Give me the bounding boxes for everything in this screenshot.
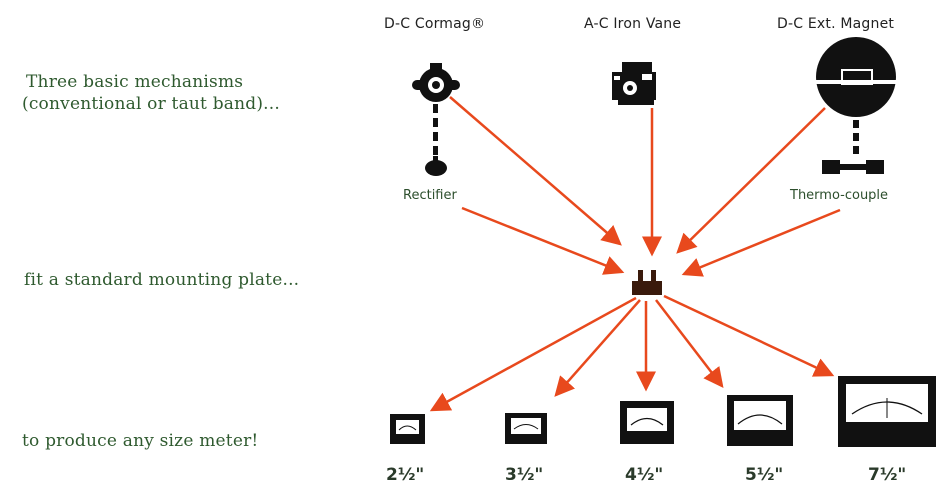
size-label-5-5: 5½" bbox=[745, 465, 784, 485]
dc-ext-magnet-icon bbox=[816, 37, 896, 154]
arrow-to-meter-2-5 bbox=[429, 296, 637, 412]
label-rectifier: Rectifier bbox=[403, 188, 457, 203]
arrow-cormag-to-plate bbox=[449, 96, 622, 246]
caption-conventional-taut-band: (conventional or taut band)... bbox=[22, 94, 280, 114]
caption-any-size-meter: to produce any size meter! bbox=[22, 431, 259, 451]
size-label-3-5: 3½" bbox=[505, 465, 544, 485]
arrow-to-meter-7-5 bbox=[663, 294, 835, 377]
input-arrows bbox=[449, 96, 841, 277]
dc-cormag-icon bbox=[412, 63, 460, 155]
label-dc-cormag: D-C Cormag® bbox=[384, 16, 486, 32]
meter-3-5 bbox=[505, 413, 547, 444]
arrow-extmagnet-to-plate bbox=[676, 107, 826, 254]
caption-three-mechanisms: Three basic mechanisms bbox=[26, 72, 244, 92]
label-dc-ext-magnet: D-C Ext. Magnet bbox=[777, 16, 895, 32]
meter-4-5 bbox=[620, 401, 674, 444]
thermocouple-icon bbox=[822, 160, 884, 174]
mounting-plate-icon bbox=[632, 270, 662, 295]
caption-mounting-plate: fit a standard mounting plate... bbox=[24, 270, 300, 290]
arrow-to-meter-5-5 bbox=[655, 299, 724, 388]
meter-2-5 bbox=[390, 414, 425, 444]
size-label-7-5: 7½" bbox=[868, 465, 907, 485]
label-ac-iron-vane: A-C Iron Vane bbox=[584, 16, 682, 32]
rectifier-icon bbox=[425, 156, 447, 176]
output-arrows bbox=[429, 294, 835, 412]
meter-7-5 bbox=[838, 376, 936, 447]
meter-5-5 bbox=[727, 395, 793, 446]
arrow-rectifier-to-plate bbox=[461, 206, 625, 275]
arrow-to-meter-3-5 bbox=[554, 299, 641, 397]
arrow-thermocouple-to-plate bbox=[681, 208, 841, 277]
ac-iron-vane-icon bbox=[612, 62, 656, 105]
size-label-4-5: 4½" bbox=[625, 465, 664, 485]
size-label-2-5: 2½" bbox=[386, 465, 425, 485]
label-thermocouple: Thermo-couple bbox=[790, 188, 889, 203]
